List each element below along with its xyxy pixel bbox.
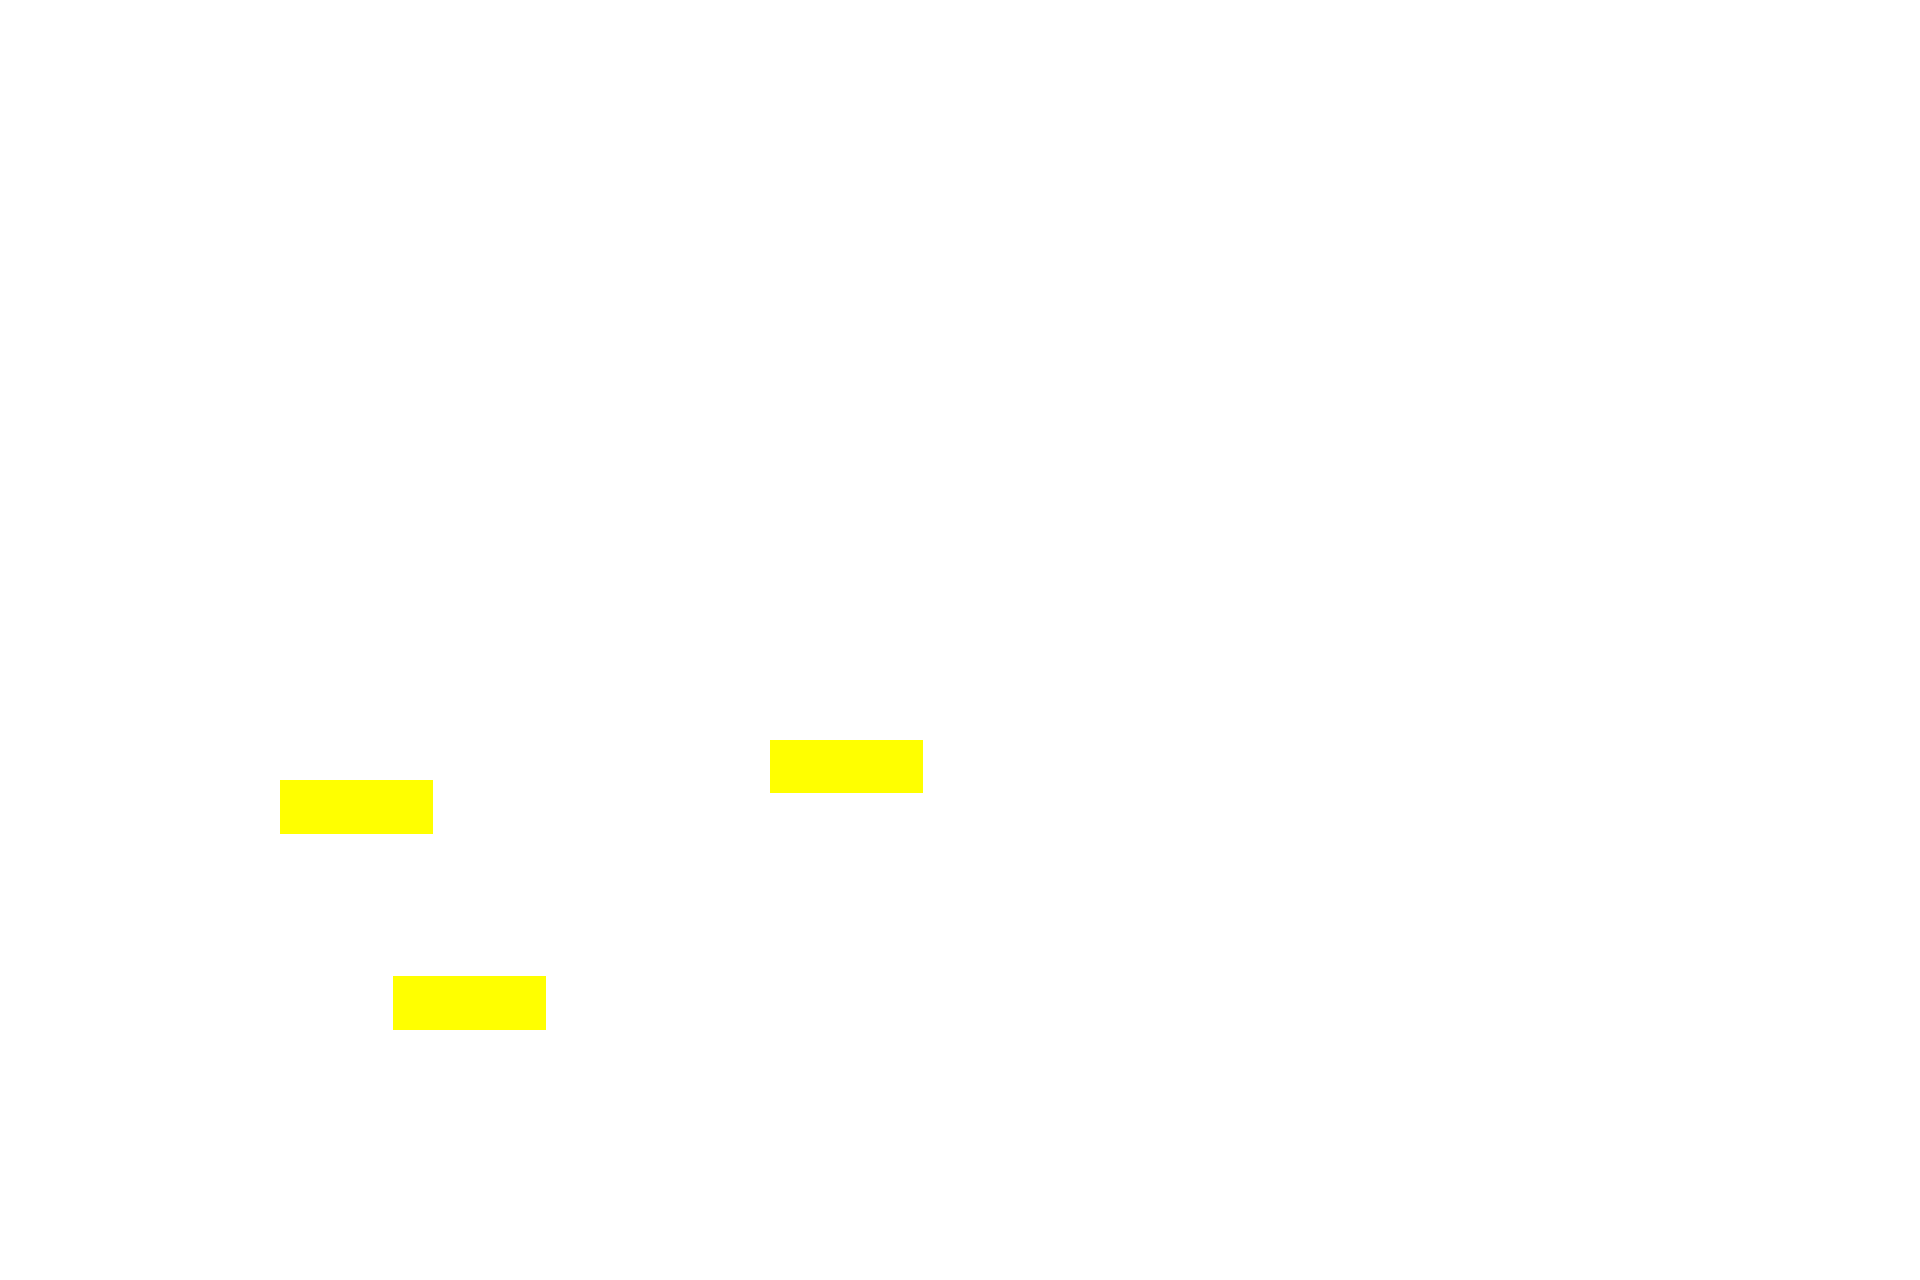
- highlight-rectangle-1: [280, 780, 433, 834]
- highlight-rectangle-3: [393, 976, 546, 1030]
- highlight-rectangle-2: [770, 740, 923, 793]
